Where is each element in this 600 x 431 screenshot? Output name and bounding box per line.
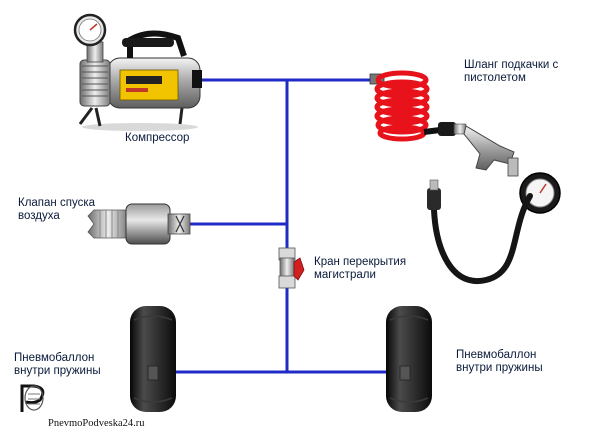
airbag-icon xyxy=(130,306,176,412)
label-airbag-right: Пневмобаллон внутри пружины xyxy=(456,349,543,374)
logo-icon xyxy=(20,384,45,412)
site-url: PnevmoPodveska24.ru xyxy=(48,418,145,429)
label-airbag-left: Пневмобаллон внутри пружины xyxy=(14,352,101,377)
label-shutoff-valve: Кран перекрытия магистрали xyxy=(314,256,407,281)
hose-gun-icon xyxy=(369,70,561,285)
label-release-valve: Клапан спуска воздуха xyxy=(18,197,96,222)
shutoff-valve-icon xyxy=(278,247,305,289)
label-hose: Шланг подкачки с пистолетом xyxy=(464,59,559,84)
release-valve-icon xyxy=(87,203,191,245)
compressor-icon xyxy=(73,13,202,131)
label-compressor: Компрессор xyxy=(125,132,190,144)
airbag-icon xyxy=(386,306,432,412)
